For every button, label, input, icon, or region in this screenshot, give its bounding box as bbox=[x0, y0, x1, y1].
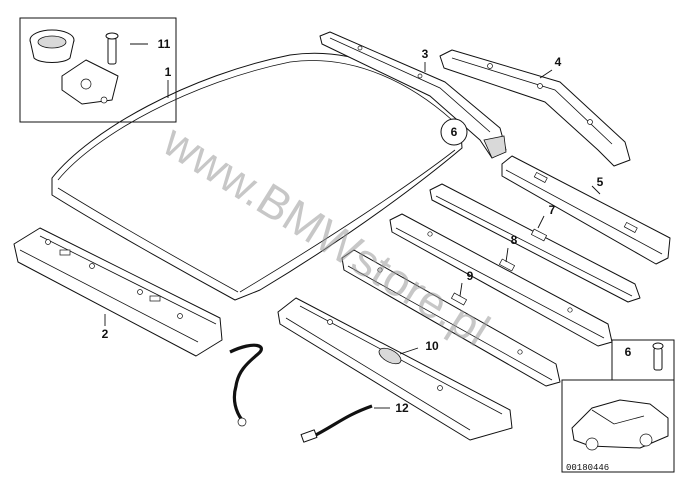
roof-bow-7 bbox=[429, 183, 641, 303]
callout-12: 12 bbox=[395, 401, 409, 415]
inset-box-6 bbox=[561, 339, 675, 473]
callout-2: 2 bbox=[102, 327, 109, 341]
roof-panel bbox=[51, 52, 463, 301]
svg-text:6: 6 bbox=[451, 125, 458, 139]
callout-9: 9 bbox=[467, 269, 474, 283]
callout-10: 10 bbox=[425, 339, 439, 353]
front-header bbox=[13, 227, 223, 357]
rear-roof-panel bbox=[277, 297, 513, 441]
callout-3: 3 bbox=[422, 47, 429, 61]
callout-11: 11 bbox=[158, 37, 171, 51]
callout-5: 5 bbox=[597, 175, 604, 189]
drain-hose bbox=[229, 343, 373, 443]
callout-7: 7 bbox=[549, 203, 556, 217]
callout-8: 8 bbox=[511, 233, 518, 247]
leader-lines bbox=[104, 43, 601, 409]
side-rail-3 bbox=[319, 31, 507, 159]
callout-4: 4 bbox=[555, 55, 562, 69]
callout-inset-6: 6 bbox=[625, 345, 632, 359]
document-id: 00180446 bbox=[566, 463, 609, 473]
circled-callout-6: 6 bbox=[440, 118, 468, 146]
callout-labels: 1 2 3 4 5 7 8 9 10 11 12 6 bbox=[102, 37, 632, 415]
rail-4 bbox=[439, 49, 631, 167]
roof-bow-9 bbox=[341, 249, 561, 387]
callout-1: 1 bbox=[165, 65, 172, 79]
detail-box-11 bbox=[19, 17, 177, 123]
rail-5 bbox=[501, 155, 671, 265]
